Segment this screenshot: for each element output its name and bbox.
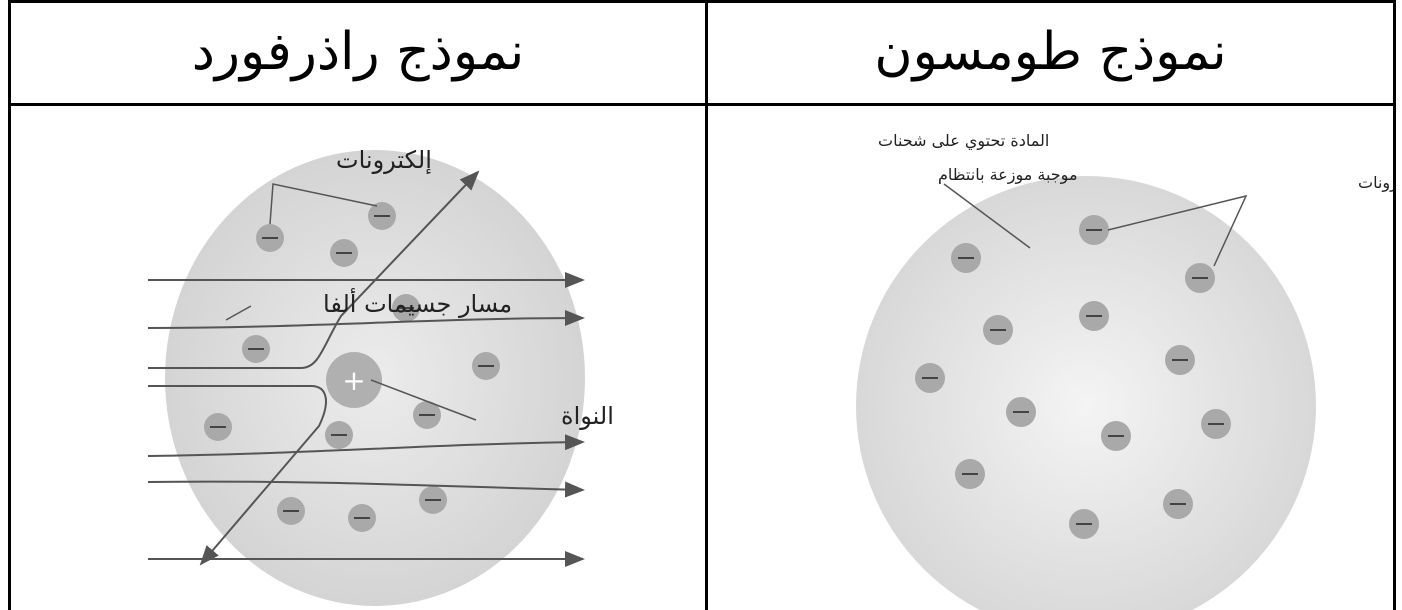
header-thomson-text: نموذج طومسون bbox=[874, 22, 1227, 82]
header-rutherford: نموذج راذرفورد bbox=[11, 0, 705, 104]
electron bbox=[1101, 421, 1131, 451]
alpha-path-label: مسار جسيمات ألفا bbox=[323, 288, 512, 318]
table-border-middle bbox=[705, 0, 708, 610]
nucleus-sign: + bbox=[342, 364, 365, 397]
table-border-header bbox=[8, 103, 1396, 106]
alpha-leader bbox=[225, 305, 252, 321]
electron bbox=[348, 504, 376, 532]
electron bbox=[413, 401, 441, 429]
table-border-left bbox=[8, 0, 11, 610]
rutherford-diagram: + إلكترونات مسار جسيمات ألفا النواة bbox=[147, 146, 614, 606]
electron bbox=[955, 459, 985, 489]
electron bbox=[392, 294, 420, 322]
electron bbox=[1079, 215, 1109, 245]
table-border-top bbox=[8, 0, 1396, 3]
electron bbox=[915, 363, 945, 393]
electron bbox=[368, 202, 396, 230]
electrons-leader bbox=[269, 183, 378, 225]
electron bbox=[1201, 409, 1231, 439]
electron bbox=[1079, 301, 1109, 331]
matter-label-line2: موجبة موزعة بانتظام bbox=[938, 165, 1078, 185]
alpha-path-line bbox=[147, 480, 585, 498]
electron bbox=[472, 352, 500, 380]
thomson-electrons-label: إلكترونات bbox=[1358, 173, 1393, 193]
nucleus-leader bbox=[370, 379, 477, 421]
nucleus-label: النواة bbox=[561, 402, 614, 430]
electron bbox=[1163, 489, 1193, 519]
alpha-paths bbox=[147, 170, 585, 567]
matter-label-line1: المادة تحتوي على شحنات bbox=[878, 131, 1049, 151]
electron bbox=[256, 224, 284, 252]
electron bbox=[1165, 345, 1195, 375]
alpha-path-line bbox=[148, 170, 480, 369]
label-leaders bbox=[225, 183, 477, 421]
alpha-path-line bbox=[147, 434, 585, 457]
alpha-path-line bbox=[148, 385, 327, 566]
alpha-path-line bbox=[147, 310, 585, 329]
rutherford-electrons-label: إلكترونات bbox=[336, 146, 432, 175]
models-table: نموذج راذرفورد نموذج طومسون bbox=[8, 0, 1396, 610]
thomson-diagram: المادة تحتوي على شحنات موجبة موزعة بانتظ… bbox=[856, 131, 1393, 610]
electron bbox=[204, 413, 232, 441]
electron bbox=[1185, 263, 1215, 293]
electron bbox=[1069, 509, 1099, 539]
electron bbox=[277, 497, 305, 525]
electron bbox=[330, 239, 358, 267]
electron bbox=[419, 486, 447, 514]
electron bbox=[242, 335, 270, 363]
header-rutherford-text: نموذج راذرفورد bbox=[191, 22, 525, 82]
thomson-leaders bbox=[943, 183, 1248, 267]
table-border-right bbox=[1393, 0, 1396, 610]
header-thomson: نموذج طومسون bbox=[708, 0, 1393, 104]
electron bbox=[951, 243, 981, 273]
electron bbox=[325, 421, 353, 449]
nucleus: + bbox=[326, 352, 382, 408]
thomson-electrons-leader bbox=[1107, 194, 1248, 267]
electron bbox=[1006, 397, 1036, 427]
electron bbox=[983, 315, 1013, 345]
matter-leader bbox=[943, 183, 1031, 249]
